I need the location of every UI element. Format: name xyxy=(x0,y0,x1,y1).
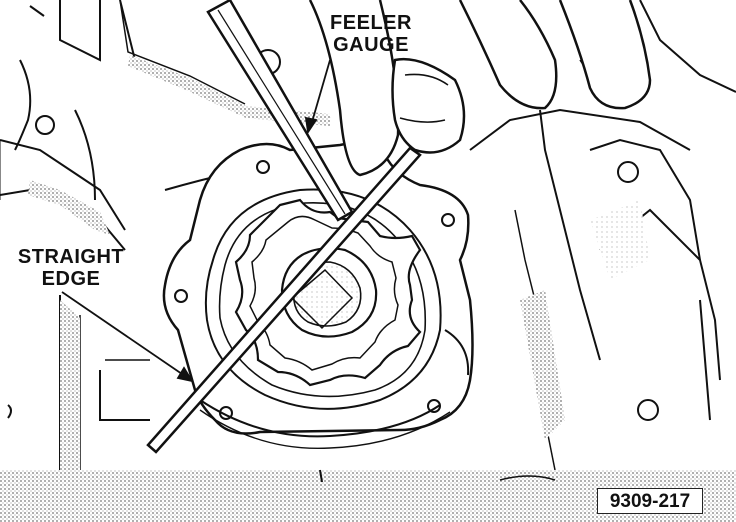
figure-number: 9309-217 xyxy=(597,488,703,514)
pump-cover-edge xyxy=(199,329,470,450)
feeler-gauge-label-line1: FEELER xyxy=(330,12,412,34)
block-bolt-holes xyxy=(35,49,659,421)
detail-marks xyxy=(7,5,556,483)
straight-edge-label: STRAIGHT EDGE xyxy=(10,246,132,290)
straight-edge-label-line2: EDGE xyxy=(41,268,101,290)
technician-fingers xyxy=(308,0,652,177)
straight-edge-label-line1: STRAIGHT xyxy=(17,246,125,268)
straight-edge-bar xyxy=(146,146,422,454)
feeler-gauge-label-line2: GAUGE xyxy=(333,34,409,56)
callout-leader-lines xyxy=(61,59,331,383)
feeler-gauge-label: FEELER GAUGE xyxy=(316,12,426,56)
